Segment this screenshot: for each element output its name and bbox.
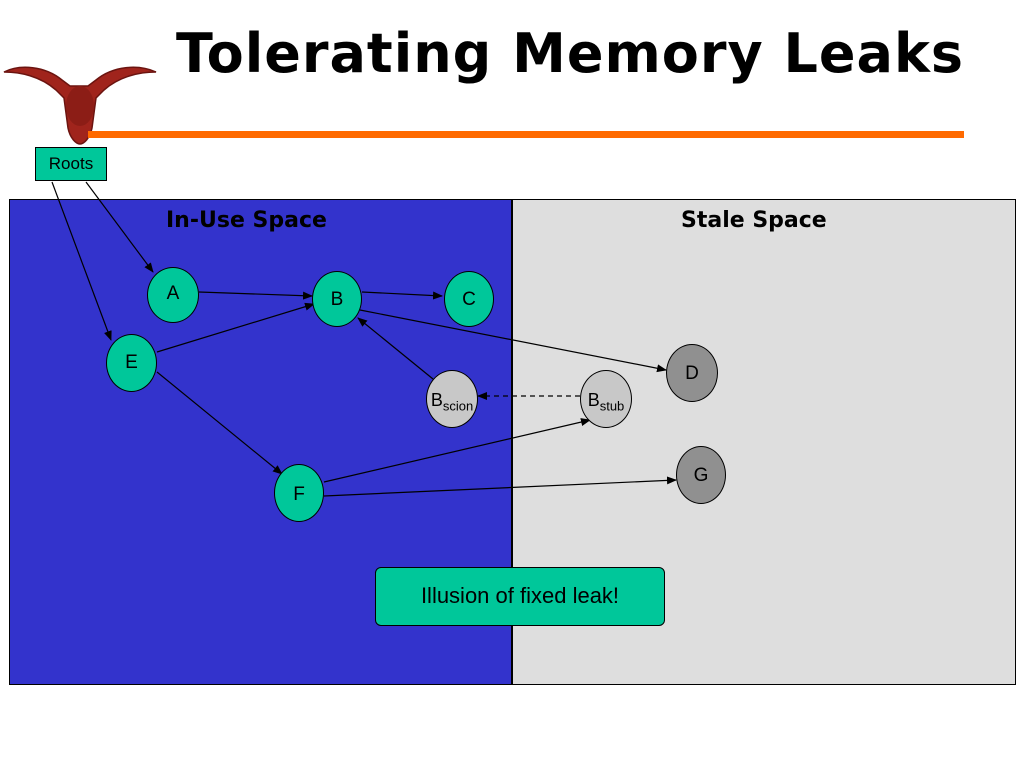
node-d-label: D (685, 363, 699, 384)
node-b-scion-sub: scion (442, 398, 474, 414)
node-b-scion: Bscion (426, 370, 478, 428)
roots-box: Roots (35, 147, 107, 181)
node-g-label: G (693, 465, 709, 486)
edge-f-g (323, 476, 677, 497)
node-f: F (274, 464, 324, 522)
node-d: D (666, 344, 718, 402)
edge-f-bstub (323, 418, 591, 483)
in-use-space-label: In-Use Space (166, 208, 327, 233)
edge-roots-a (85, 181, 154, 273)
node-f-label: F (293, 484, 305, 505)
callout-box: Illusion of fixed leak! (375, 567, 665, 626)
node-b-label: B (330, 289, 344, 310)
node-e-label: E (125, 352, 138, 373)
node-b-scion-base: B (430, 390, 443, 410)
edge-e-f (156, 371, 283, 475)
node-b-stub-base: B (587, 390, 600, 410)
slide-title: Tolerating Memory Leaks (175, 22, 965, 85)
edge-b-d (359, 309, 667, 373)
longhorn-logo-icon (3, 66, 157, 145)
node-b-stub-sub: stub (599, 398, 625, 414)
edge-roots-e (51, 181, 112, 341)
node-b-stub: Bstub (580, 370, 632, 428)
stale-space-label: Stale Space (681, 208, 827, 233)
node-c: C (444, 271, 494, 327)
edge-e-b (156, 302, 315, 353)
node-c-label: C (462, 289, 476, 310)
node-g: G (676, 446, 726, 504)
node-a-label: A (166, 283, 180, 304)
title-rule (88, 131, 964, 138)
node-e: E (106, 334, 157, 392)
node-a: A (147, 267, 199, 323)
edge-a-b (198, 291, 313, 300)
edge-b-c (361, 291, 443, 300)
node-b: B (312, 271, 362, 327)
edge-bscion-b (357, 317, 434, 380)
